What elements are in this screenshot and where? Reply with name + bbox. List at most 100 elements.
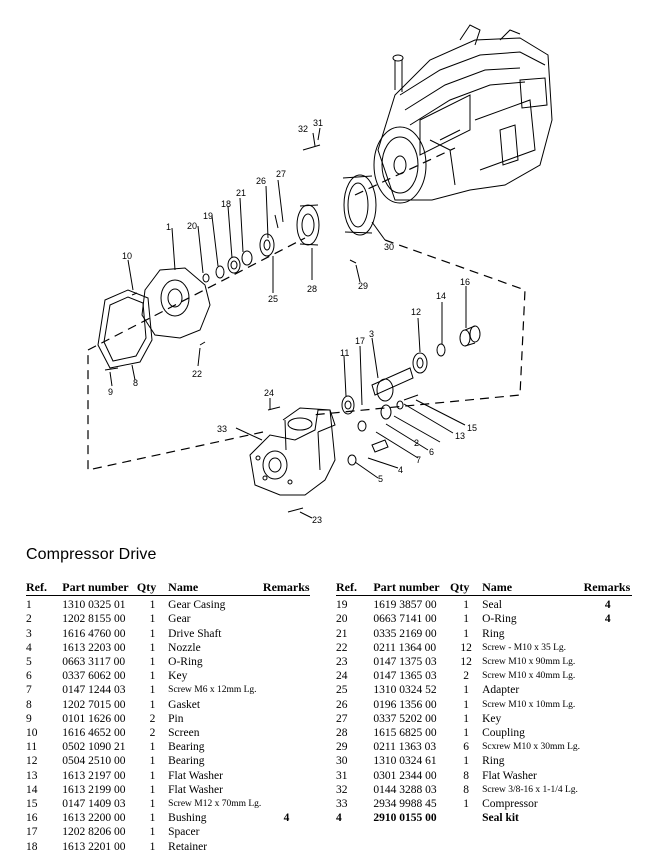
name-cell: Screw M6 x 12mm Lg.: [168, 685, 257, 696]
name-cell: Ring: [482, 755, 505, 768]
part-number-cell: 1310 0325 01: [62, 599, 126, 612]
callout-17: 17: [355, 336, 365, 346]
qty-cell: 12: [460, 656, 472, 669]
part-number-cell: 1619 3857 00: [373, 599, 437, 612]
ref-cell: 26: [336, 698, 348, 711]
part-number-cell: 0147 1375 03: [373, 656, 437, 669]
name-cell: O-Ring: [168, 656, 203, 669]
name-cell: Screw 3/8-16 x 1-1/4 Lg.: [482, 784, 578, 795]
part-number-cell: 0196 1356 00: [373, 698, 437, 711]
remarks-cell: [584, 712, 632, 726]
col-remarks: Remarks: [262, 580, 310, 594]
ref-cell: 8: [26, 698, 32, 711]
callout-10: 10: [122, 251, 132, 261]
part-number-cell: 1310 0324 61: [373, 755, 437, 768]
callout-20: 20: [187, 221, 197, 231]
qty-cell: 1: [463, 712, 469, 725]
name-cell: Pin: [168, 712, 184, 725]
remarks-cell: [584, 655, 632, 669]
remarks-cell: [584, 726, 632, 740]
part-number-cell: 0663 3117 00: [62, 656, 126, 669]
callout-23: 23: [312, 515, 322, 525]
remarks-cell: [584, 698, 632, 712]
callout-24: 24: [264, 388, 274, 398]
part-number-cell: 0147 1365 03: [373, 670, 437, 683]
callout-4: 4: [398, 465, 403, 475]
callout-1: 1: [166, 222, 171, 232]
qty-cell: 1: [149, 741, 156, 754]
name-cell: Scxrew M10 x 30mm Lg.: [482, 742, 581, 753]
part-number-cell: 0101 1626 00: [62, 712, 126, 725]
remarks-cell: [263, 596, 310, 613]
callout-7: 7: [416, 455, 421, 465]
callout-3: 3: [369, 329, 374, 339]
name-cell: Compressor: [482, 798, 538, 811]
ref-cell: 32: [336, 783, 348, 796]
name-cell: Ring: [482, 627, 505, 640]
remarks-cell: [584, 769, 632, 783]
qty-cell: 2: [463, 670, 469, 683]
ref-cell: 10: [26, 727, 38, 740]
qty-cell: 2: [149, 712, 156, 725]
qty-cell: 1: [149, 812, 156, 825]
part-number-cell: 0147 1409 03: [62, 798, 126, 811]
name-cell: Screen: [168, 727, 200, 740]
name-cell: Adapter: [482, 684, 520, 697]
remarks-cell: [584, 811, 632, 825]
callout-9: 9: [108, 387, 113, 397]
ref-cell: 1: [26, 599, 32, 612]
remarks-cell: [263, 769, 310, 783]
name-cell: Screw M12 x 70mm Lg.: [168, 799, 262, 810]
qty-cell: 1: [149, 769, 156, 782]
col-ref: Ref.: [26, 580, 47, 594]
qty-cell: 1: [149, 826, 156, 839]
qty-cell: 1: [149, 656, 156, 669]
remarks-cell: [584, 740, 632, 754]
callout-22: 22: [192, 369, 202, 379]
qty-cell: 2: [149, 727, 156, 740]
remarks-cell: 4: [604, 613, 611, 626]
ref-cell: 4: [26, 641, 32, 654]
name-cell: Screw - M10 x 35 Lg.: [482, 642, 567, 653]
qty-cell: 1: [149, 613, 156, 626]
part-number-cell: 0502 1090 21: [62, 741, 126, 754]
qty-cell: 1: [149, 755, 156, 768]
col-part-number: Part number: [62, 580, 129, 594]
callout-5: 5: [378, 474, 383, 484]
ref-cell: 7: [26, 684, 32, 697]
remarks-cell: [263, 627, 310, 641]
part-number-cell: 0147 1244 03: [62, 684, 126, 697]
name-cell: Seal: [482, 599, 502, 612]
part-number-cell: 1202 7015 00: [62, 698, 126, 711]
callout-19: 19: [203, 211, 213, 221]
remarks-cell: [263, 655, 310, 669]
remarks-cell: 4: [283, 812, 290, 825]
name-cell: Flat Washer: [168, 783, 223, 796]
callout-30: 30: [384, 242, 394, 252]
col-name: Name: [168, 580, 199, 594]
callout-31: 31: [313, 118, 323, 128]
col-ref: Ref.: [336, 580, 357, 594]
ref-cell: 15: [26, 798, 38, 811]
page-title: Compressor Drive: [26, 546, 157, 563]
callout-15: 15: [467, 423, 477, 433]
name-cell: Gear: [168, 613, 191, 626]
table-header-row: Ref. Part number Qty Name Remarks: [336, 580, 632, 596]
remarks-cell: [584, 683, 632, 697]
qty-cell: 1: [149, 840, 156, 853]
